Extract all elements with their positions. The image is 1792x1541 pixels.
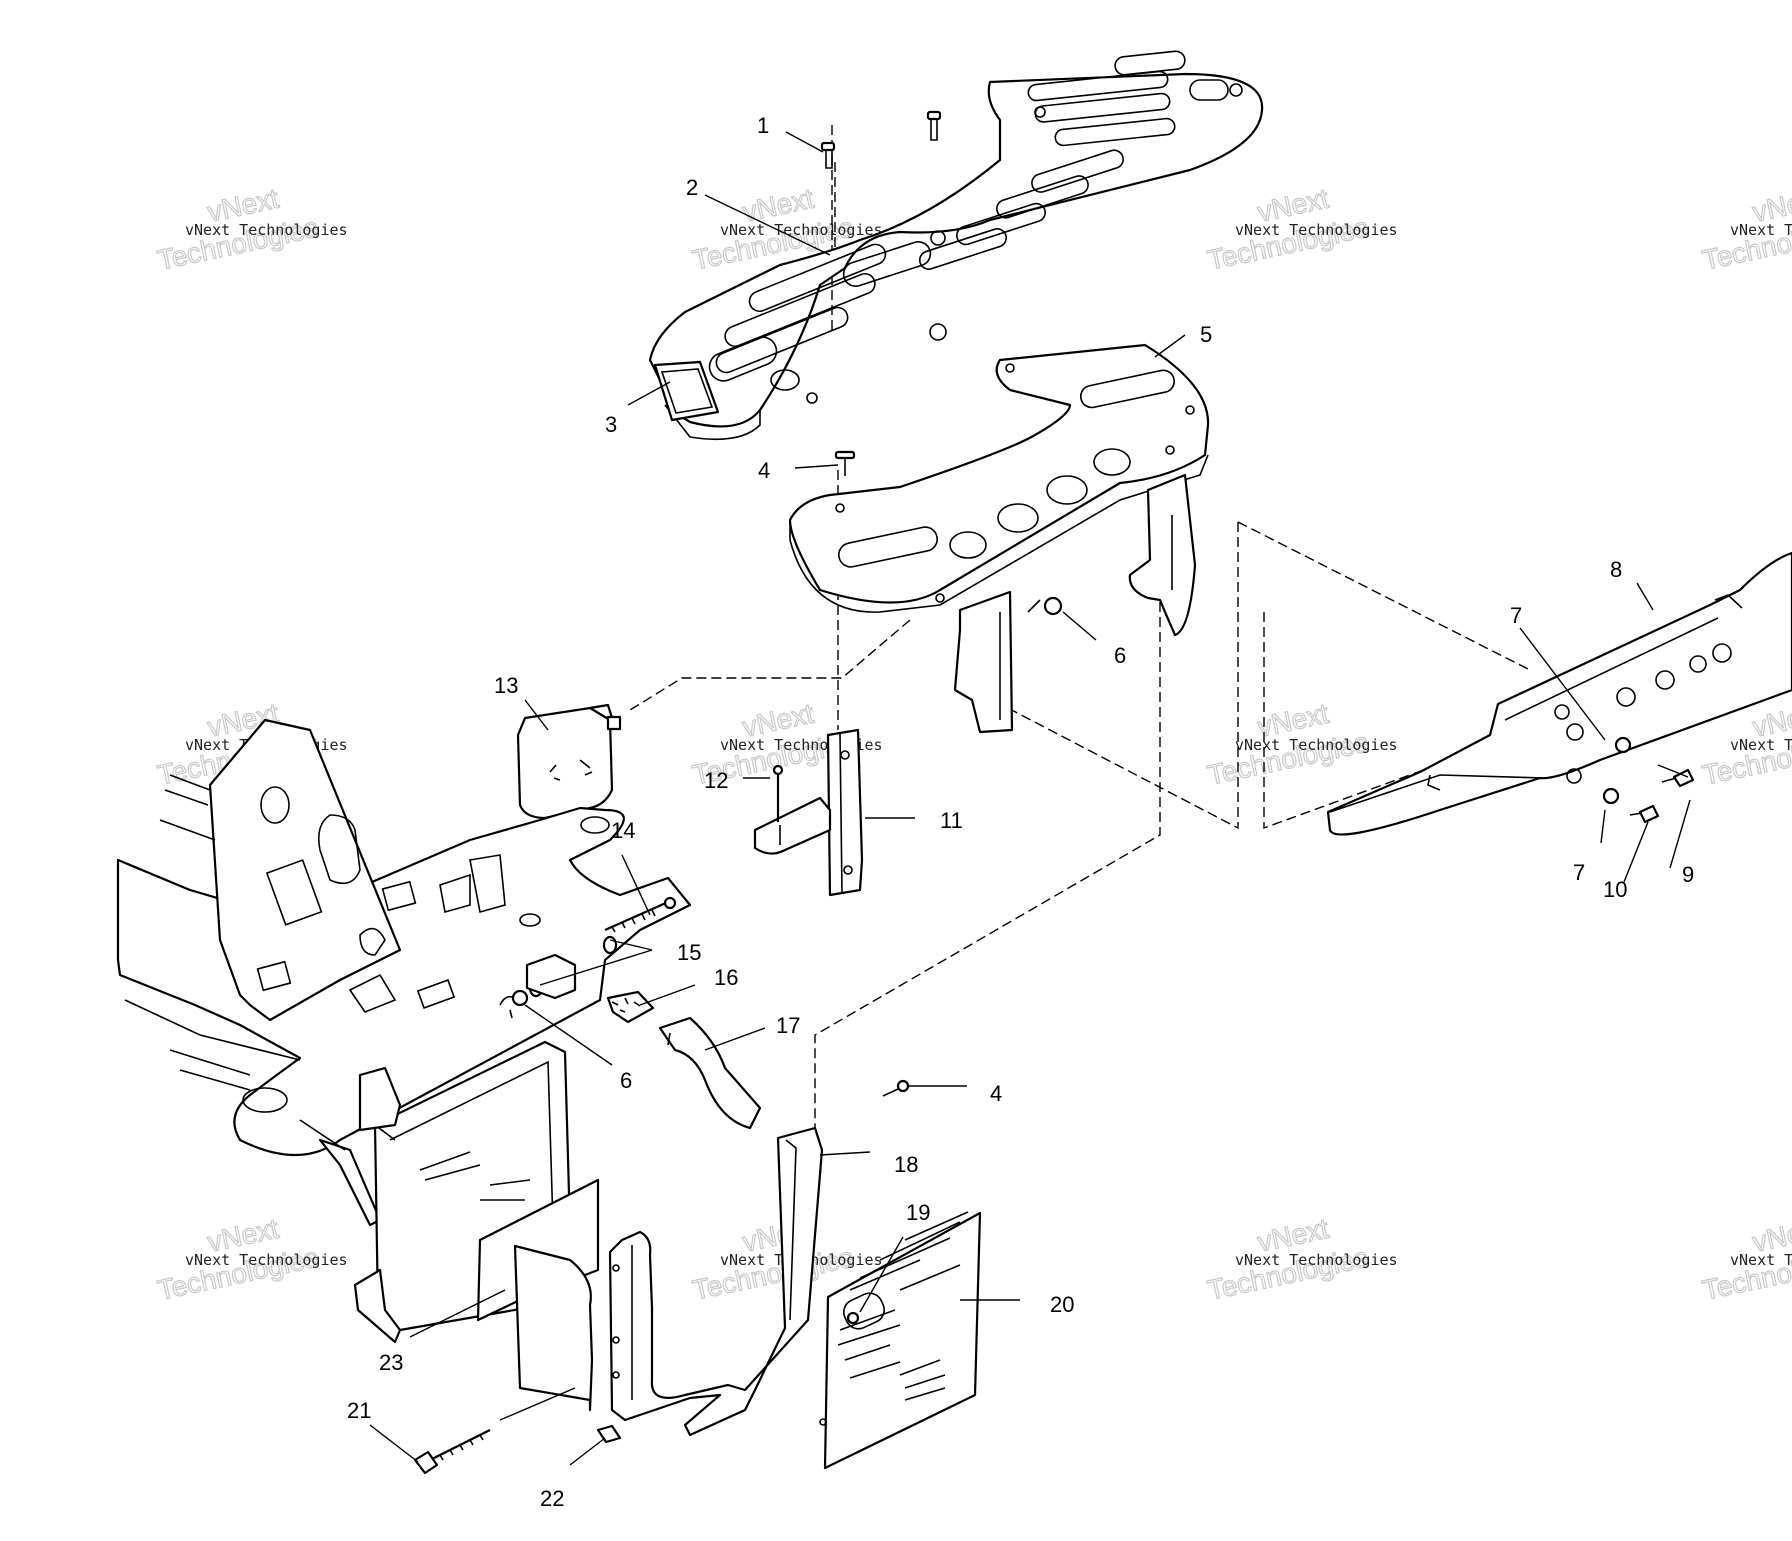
square-nut [596,1424,622,1444]
watermark: vNext Technologies vNext Technologies [1699,182,1792,276]
callout-18: 18 [894,1152,918,1177]
nut [499,989,529,1019]
watermark: vNext Technologies vNext Technologies [154,1212,348,1306]
reflector [653,360,720,422]
callout-1: 1 [757,113,769,138]
leader-lines [369,131,1691,1466]
mount-block [525,953,577,1000]
watermark-text: vNext Technologies [1730,736,1792,754]
washer [602,935,618,955]
spacer [606,990,655,1024]
callout-10: 10 [1603,877,1627,902]
callout-20: 20 [1050,1292,1074,1317]
washer [1614,736,1632,754]
bumper-screw [1629,804,1660,824]
watermark: vNext Technologies vNext Technologies [1204,182,1398,276]
watermark-text: vNext Technologies [1235,1251,1398,1269]
callout-14: 14 [611,818,635,843]
callout-23: 23 [379,1350,403,1375]
long-bolt [604,896,677,933]
watermark: vNext Technologies vNext Technologies [1204,1212,1398,1306]
callout-4-lower: 4 [990,1081,1002,1106]
callout-15: 15 [677,940,701,965]
watermark-text: vNext Technologies [185,221,348,239]
watermark: vNext Technologies vNext Technologies [1699,1212,1792,1306]
watermark-text: vNext Technologies [1730,1251,1792,1269]
watermark-text: vNext Technologies [1730,221,1792,239]
callout-7: 7 [1510,603,1522,628]
mud-flap [819,1211,982,1470]
watermark-text: vNext Technologies [720,221,883,239]
side-plate [513,1244,594,1412]
flap-fastener [846,1311,860,1325]
callout-11: 11 [940,808,963,833]
watermark-text: vNext Technologies [185,1251,348,1269]
callout-5: 5 [1200,322,1212,347]
callout-13: 13 [494,673,518,698]
watermark: vNext Technologies vNext Technologies [154,182,348,276]
fastener [882,1079,910,1097]
bumper-bolt [1661,768,1695,788]
callout-21: 21 [347,1398,371,1423]
callout-17: 17 [776,1013,800,1038]
front-bracket [608,1126,824,1437]
rack-bolt [820,141,836,169]
callout-7-lower: 7 [1573,860,1585,885]
nut [1027,596,1063,616]
rack-bolt [926,110,942,141]
rear-rack [648,50,1264,441]
watermark-text: vNext Technologies [1235,736,1398,754]
taillight [516,703,622,820]
light-bracket [753,728,864,897]
callout-3: 3 [605,412,617,437]
callout-6: 6 [1114,643,1126,668]
callout-12: 12 [704,768,728,793]
bumper [1326,551,1792,836]
fastener [834,450,856,476]
bracket-screw [772,764,784,822]
callout-9: 9 [1682,862,1694,887]
main-frame [116,718,692,1227]
bracket-tube [658,1016,762,1130]
callout-22: 22 [540,1486,564,1511]
callout-2: 2 [686,175,698,200]
washer [1602,787,1620,805]
flap-bolt [413,1429,491,1475]
callout-19: 19 [906,1200,930,1225]
rack-support [788,343,1210,734]
callout-4: 4 [758,458,770,483]
callout-8: 8 [1610,557,1622,582]
callout-16: 16 [714,965,738,990]
watermark: vNext Technologies vNext Technologies [1204,697,1398,791]
callout-6-lower: 6 [620,1068,632,1093]
watermark-text: vNext Technologies [1235,221,1398,239]
callout-labels: 1 2 3 4 5 6 7 8 7 10 9 13 12 11 14 15 16… [347,113,1694,1511]
